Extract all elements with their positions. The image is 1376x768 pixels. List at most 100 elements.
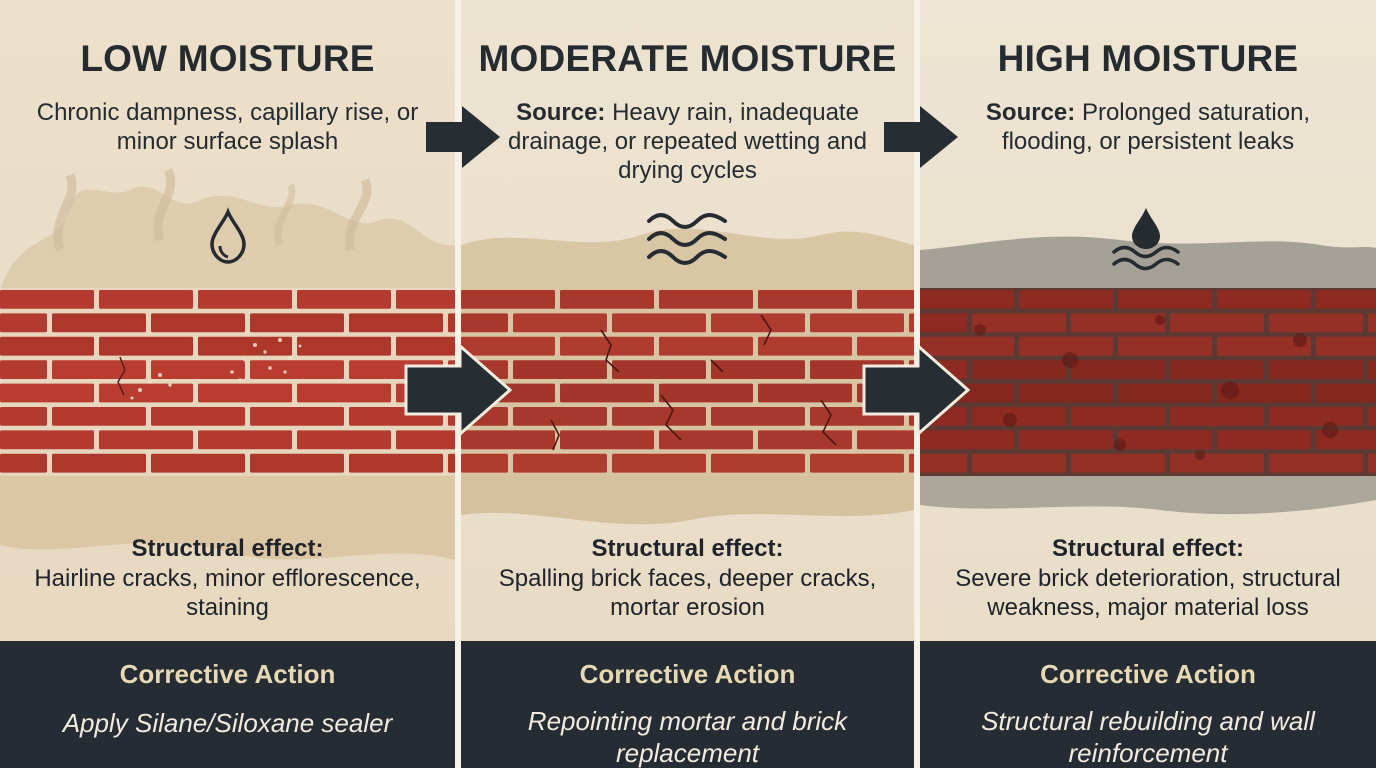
brick	[513, 360, 607, 379]
brick	[151, 407, 245, 426]
action-text: Structural rebuilding and wall reinforce…	[981, 706, 1315, 768]
brick	[461, 453, 508, 473]
brick	[250, 407, 344, 426]
action-text: Apply Silane/Siloxane sealer	[62, 708, 393, 738]
brick	[0, 430, 94, 450]
brick	[711, 313, 805, 333]
brick	[1368, 407, 1376, 426]
brick	[1217, 430, 1311, 450]
brick	[711, 360, 805, 379]
brick	[52, 313, 146, 333]
effect-text: Spalling brick faces, deeper cracks, mor…	[498, 565, 877, 621]
brick	[396, 430, 455, 450]
waves-icon	[647, 213, 727, 265]
arrow-right-icon	[426, 106, 500, 168]
low-moisture-brick-wall	[0, 288, 455, 476]
effect-label: Structural effect:	[591, 535, 784, 562]
brick	[659, 290, 753, 309]
high-moisture-panel: HIGH MOISTURE Source: Prolonged saturati…	[920, 0, 1376, 768]
action-label: Corrective Action	[1040, 659, 1256, 689]
brick	[1170, 453, 1264, 473]
brick	[1170, 313, 1264, 333]
low-moisture-panel: LOW MOISTURE Chronic dampness, capillary…	[0, 0, 455, 768]
high-moisture-title: HIGH MOISTURE	[997, 38, 1299, 79]
brick	[758, 336, 852, 356]
brick	[1118, 383, 1212, 403]
brick	[99, 383, 193, 403]
brick	[659, 383, 753, 403]
brick	[0, 383, 94, 403]
brick	[513, 313, 607, 333]
source-text: Chronic dampness, capillary rise, or min…	[36, 99, 419, 155]
moderate-moisture-illustration	[461, 213, 914, 525]
brick	[1019, 336, 1113, 356]
action-text: Repointing mortar and brick replacement	[527, 706, 848, 768]
brick	[612, 360, 706, 379]
brick	[1217, 336, 1311, 356]
low-moisture-illustration	[0, 168, 455, 560]
brick	[909, 453, 914, 473]
source-text: Heavy rain, inadequate drainage, or repe…	[508, 99, 867, 184]
brick	[461, 313, 508, 333]
brick	[448, 313, 455, 333]
high-moisture-action: Corrective Action Structural rebuilding …	[920, 641, 1376, 768]
brick	[297, 290, 391, 309]
drop-over-waves-icon	[1112, 208, 1180, 271]
brick	[52, 453, 146, 473]
brick	[448, 453, 455, 473]
arrow-right-icon	[862, 344, 971, 436]
brick	[857, 430, 914, 450]
brick	[1368, 360, 1376, 379]
brick	[349, 313, 443, 333]
low-moisture-effect: Structural effect: Hairline cracks, mino…	[10, 534, 445, 622]
source-label: Source:	[985, 99, 1076, 126]
brick	[1019, 430, 1113, 450]
brick	[711, 407, 805, 426]
high-moisture-brick-wall	[920, 288, 1376, 476]
brick	[711, 453, 805, 473]
action-label: Corrective Action	[579, 659, 796, 689]
moderate-moisture-action: Corrective Action Repointing mortar and …	[461, 641, 914, 768]
brick	[52, 360, 146, 379]
brick	[1217, 383, 1311, 403]
brick	[1118, 430, 1212, 450]
brick	[1217, 290, 1311, 309]
brick	[1071, 360, 1165, 379]
brick	[1071, 453, 1165, 473]
brick	[0, 336, 94, 356]
brick	[972, 360, 1066, 379]
high-moisture-source: Source: Prolonged saturation, flooding, …	[940, 98, 1356, 156]
brick	[1368, 453, 1376, 473]
brick	[1316, 290, 1376, 309]
brick	[1269, 407, 1363, 426]
brick	[297, 383, 391, 403]
brick	[250, 313, 344, 333]
brick	[99, 430, 193, 450]
brick	[920, 313, 967, 333]
brick	[396, 336, 455, 356]
low-moisture-title: LOW MOISTURE	[80, 38, 375, 79]
moderate-moisture-panel: MODERATE MOISTURE Source: Heavy rain, in…	[461, 0, 914, 768]
brick	[0, 313, 47, 333]
source-text: Prolonged saturation, flooding, or persi…	[1001, 99, 1311, 155]
brick	[250, 453, 344, 473]
brick	[1269, 360, 1363, 379]
arrow-right-icon	[884, 106, 958, 168]
brick	[151, 313, 245, 333]
brick	[560, 383, 654, 403]
brick	[920, 453, 967, 473]
arrow-right-icon	[404, 344, 513, 436]
brick	[810, 453, 904, 473]
brick	[920, 290, 1014, 309]
effect-text: Severe brick deterioration, structural w…	[955, 565, 1341, 621]
brick	[857, 290, 914, 309]
brick	[250, 360, 344, 379]
brick	[461, 290, 555, 309]
brick	[297, 430, 391, 450]
brick	[396, 290, 455, 309]
brick	[0, 290, 94, 309]
brick	[758, 430, 852, 450]
brick	[0, 360, 47, 379]
brick	[1170, 407, 1264, 426]
effect-text: Hairline cracks, minor efflorescence, st…	[34, 565, 421, 621]
